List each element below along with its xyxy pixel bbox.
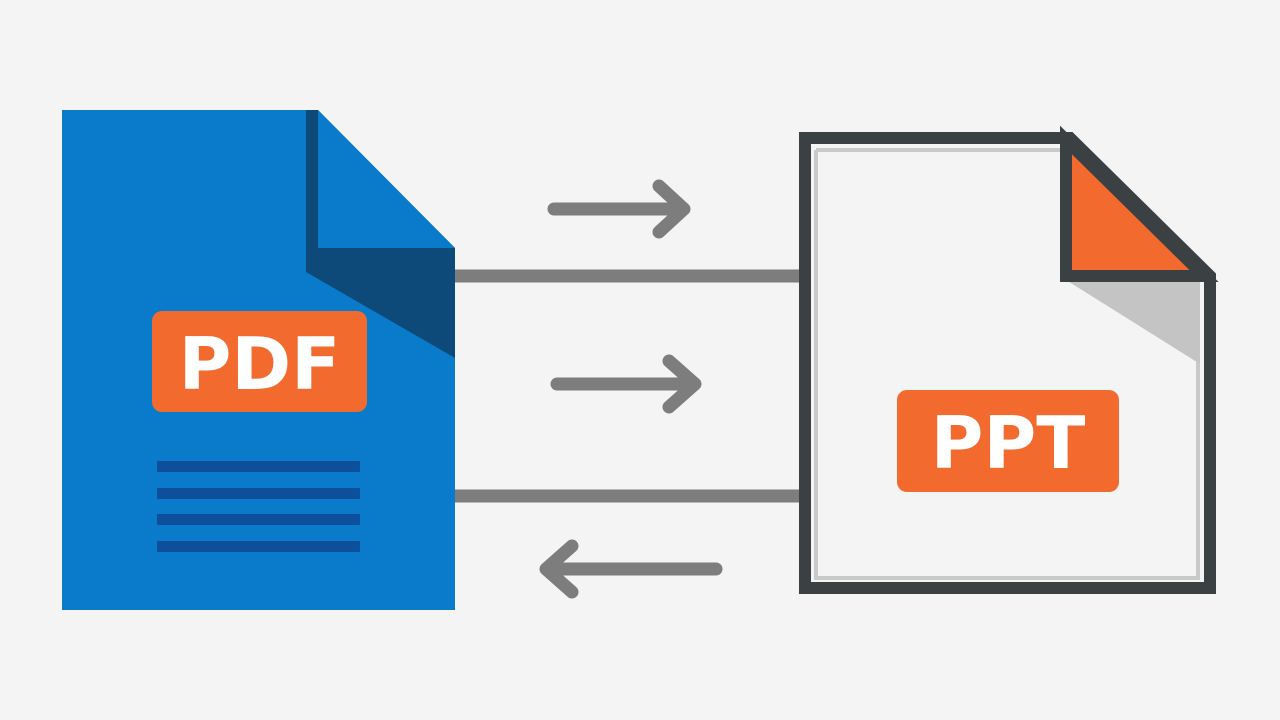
pdf-badge-label: PDF: [179, 322, 341, 406]
ppt-file-icon: PPT: [799, 125, 1219, 594]
pdf-badge: [152, 311, 367, 412]
pdf-text-line: [157, 541, 360, 552]
pdf-text-line: [157, 514, 360, 525]
pdf-text-line: [157, 461, 360, 472]
ppt-badge-label: PPT: [931, 401, 1086, 485]
pdf-text-lines: [157, 461, 360, 552]
ppt-fold-shadow: [1066, 280, 1200, 364]
ppt-badge: [897, 390, 1119, 492]
pdf-text-line: [157, 488, 360, 499]
ppt-fold-corner: [1060, 125, 1219, 282]
pdf-file-icon: PDF: [62, 110, 455, 610]
pdf-fold-flap: [318, 110, 455, 248]
arrow-left-icon: [539, 539, 723, 599]
ppt-inner-border: [814, 148, 1200, 580]
ppt-document-outline: [799, 132, 1216, 594]
arrow-right-icon: [550, 354, 702, 414]
arrow-right-icon: [547, 179, 691, 239]
